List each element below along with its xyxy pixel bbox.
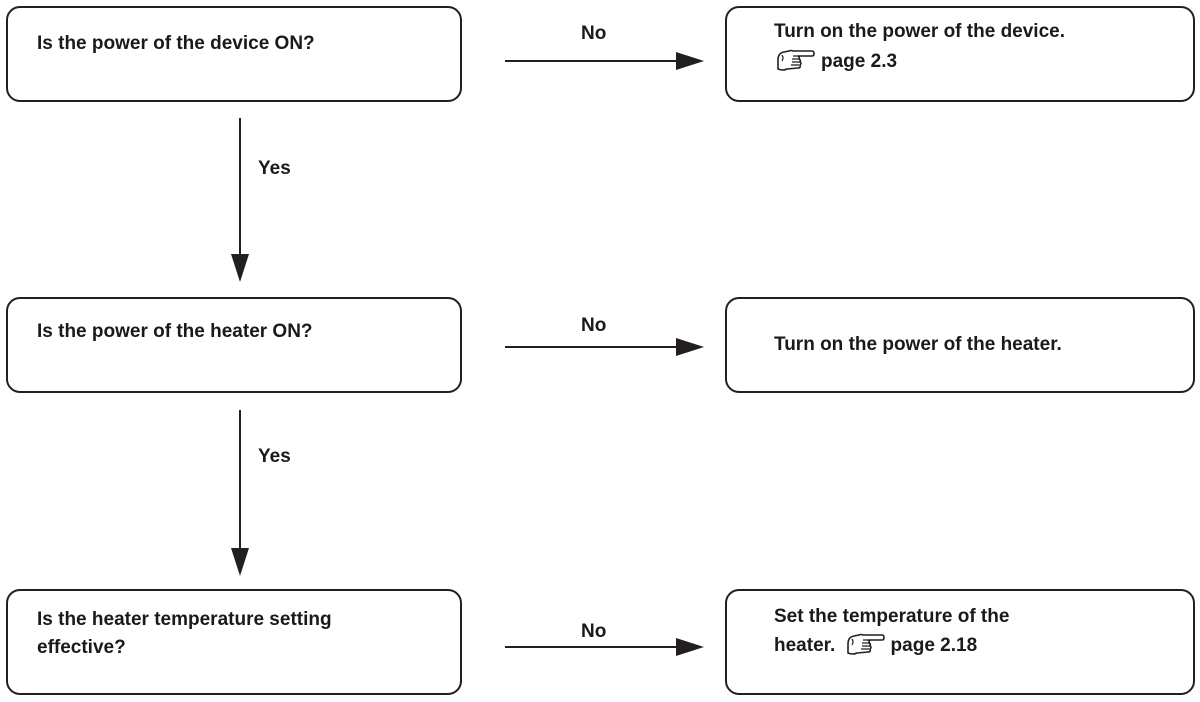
action-box-heater-temperature: Set the temperature of the heater. page … xyxy=(725,589,1195,695)
decision-text-line: effective? xyxy=(37,637,126,658)
action-box-device-power: Turn on the power of the device. page 2.… xyxy=(725,6,1195,102)
action-box-heater-power: Turn on the power of the heater. xyxy=(725,297,1195,393)
pointing-hand-icon xyxy=(775,47,815,73)
action-text: Set the temperature of the heater. page … xyxy=(774,603,1009,660)
no-arrow-2 xyxy=(505,338,704,356)
no-label-1: No xyxy=(581,23,607,44)
decision-text-line: Is the heater temperature setting xyxy=(37,609,332,630)
decision-text-line: Is the power of the device ON? xyxy=(37,33,315,54)
yes-label-1: Yes xyxy=(258,158,291,179)
no-arrow-3 xyxy=(505,638,704,656)
action-text-line-with-reference: heater. page 2.18 xyxy=(774,631,1009,660)
decision-text-line: Is the power of the heater ON? xyxy=(37,321,313,342)
no-label-3: No xyxy=(581,621,607,642)
pointing-hand-icon xyxy=(845,631,885,657)
no-arrow-1 xyxy=(505,52,704,70)
page-reference-link[interactable]: page 2.3 xyxy=(775,47,1065,74)
action-text-line: heater. xyxy=(774,635,836,656)
action-text: Turn on the power of the device. page 2.… xyxy=(774,20,1065,74)
decision-text: Is the power of the heater ON? xyxy=(37,320,313,344)
page-reference-text: page 2.3 xyxy=(821,51,898,72)
decision-box-heater-temperature: Is the heater temperature setting effect… xyxy=(6,589,462,695)
page-reference-link[interactable]: page 2.18 xyxy=(841,633,978,656)
decision-text: Is the heater temperature setting effect… xyxy=(37,606,332,662)
action-text-line: Turn on the power of the device. xyxy=(774,21,1066,42)
yes-arrow-1 xyxy=(231,118,249,282)
no-label-2: No xyxy=(581,315,607,336)
action-text-line: Set the temperature of the xyxy=(774,606,1010,627)
page-reference-text: page 2.18 xyxy=(890,635,978,656)
yes-arrow-2 xyxy=(231,410,249,576)
decision-text: Is the power of the device ON? xyxy=(37,32,315,56)
yes-label-2: Yes xyxy=(258,446,291,467)
decision-box-device-power: Is the power of the device ON? xyxy=(6,6,462,102)
decision-box-heater-power: Is the power of the heater ON? xyxy=(6,297,462,393)
action-text: Turn on the power of the heater. xyxy=(774,333,1062,357)
action-text-line: Turn on the power of the heater. xyxy=(774,334,1062,355)
